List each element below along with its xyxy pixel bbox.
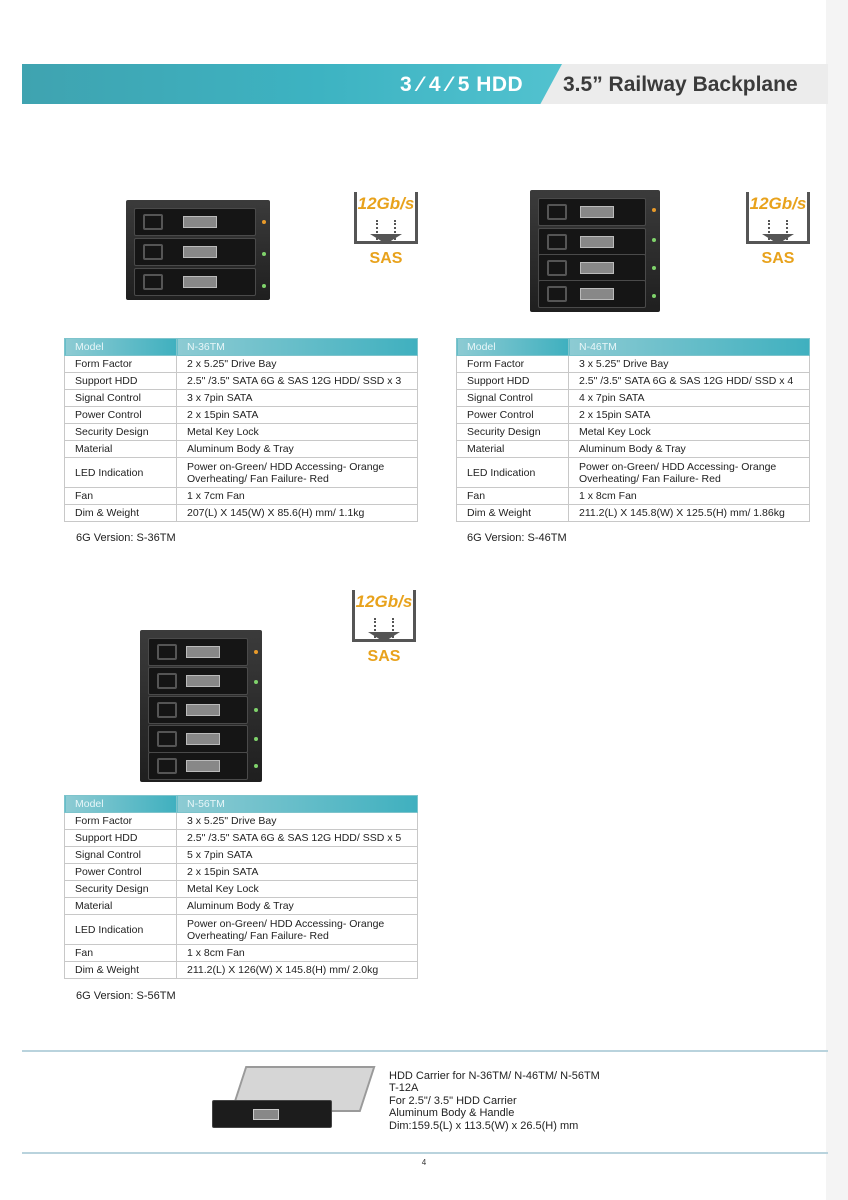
version-note-s56tm: 6G Version: S-56TM [76,990,176,1002]
page-number: 4 [421,1158,427,1167]
version-note-s36tm: 6G Version: S-36TM [76,532,176,544]
version-note-s46tm: 6G Version: S-46TM [467,532,567,544]
divider-bottom [22,1152,828,1154]
carrier-line: T-12A [389,1082,419,1095]
carrier-image-t12a [208,1062,376,1136]
product-image-n36tm [126,200,270,300]
page-title: 3.5” Railway Backplane [563,73,798,96]
carrier-line: For 2.5"/ 3.5" HDD Carrier [389,1094,517,1107]
product-image-n46tm [530,190,660,312]
divider-top [22,1050,828,1052]
header-banner: 3 ⁄ 4 ⁄ 5 HDD 3.5” Railway Backplane [22,64,828,104]
sas-12gbs-icon: 12Gb/s SAS [740,186,816,286]
product-image-n56tm [140,630,262,782]
carrier-line: Aluminum Body & Handle [389,1107,515,1120]
banner-teal-section [22,64,562,104]
page-edge [826,0,848,1200]
carrier-description: HDD Carrier for N-36TM/ N-46TM/ N-56TM T… [389,1070,600,1132]
sas-12gbs-icon: 12Gb/s SAS [346,584,422,684]
carrier-line: Dim:159.5(L) x 113.5(W) x 26.5(H) mm [389,1119,579,1132]
sas-12gbs-icon: 12Gb/s SAS [348,186,424,286]
hdd-count-label: 3 ⁄ 4 ⁄ 5 HDD [400,73,524,96]
carrier-line: HDD Carrier for N-36TM/ N-46TM/ N-56TM [389,1070,600,1082]
